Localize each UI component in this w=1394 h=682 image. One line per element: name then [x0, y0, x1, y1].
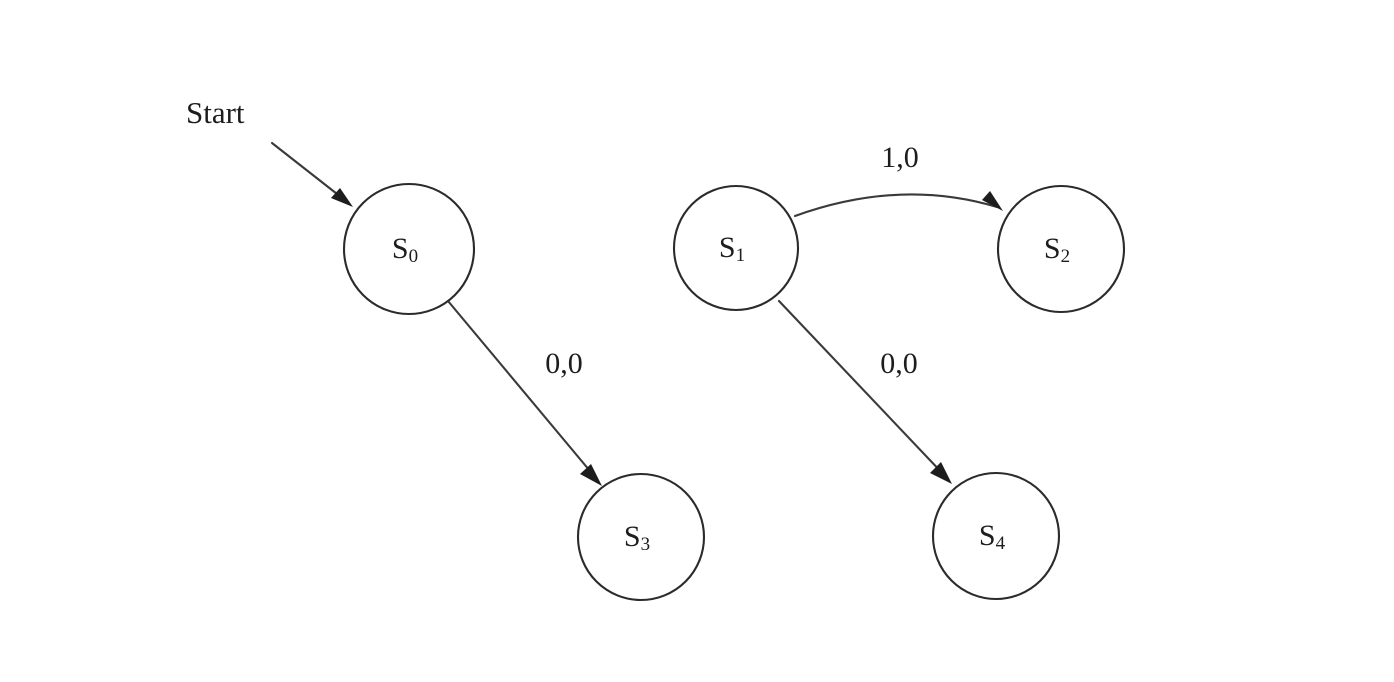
state-node-s4[interactable]	[931, 471, 1061, 601]
state-label-s2-base: S	[1044, 232, 1061, 265]
transition-s1-s2-curve	[793, 193, 999, 218]
state-label-s4: S4	[979, 519, 1006, 554]
state-node-s2[interactable]	[996, 184, 1126, 314]
transition-s0-s3-line	[446, 299, 597, 479]
state-label-s1-subscript: 1	[736, 245, 746, 266]
state-label-s2-subscript: 2	[1061, 246, 1071, 267]
state-label-s1-base: S	[719, 231, 736, 264]
state-label-s3: S3	[624, 520, 650, 555]
transition-s0-s3	[446, 299, 602, 486]
start-arrow-head	[331, 188, 353, 207]
transition-s1-s4-line	[777, 299, 947, 478]
state-label-s0-base: S	[392, 232, 409, 265]
state-label-s4-subscript: 4	[996, 533, 1006, 554]
transition-label-s0-s3: 0,0	[545, 347, 583, 380]
state-label-s3-base: S	[624, 520, 641, 553]
state-label-s0-subscript: 0	[409, 246, 419, 267]
transition-s1-s4-arrowhead	[930, 462, 952, 484]
state-label-s3-subscript: 3	[641, 534, 651, 555]
start-arrow-line	[270, 141, 348, 203]
transition-s0-s3-arrowhead	[580, 464, 602, 486]
state-node-s3[interactable]	[576, 472, 706, 602]
state-node-s1[interactable]	[672, 184, 800, 312]
state-node-s0[interactable]	[342, 182, 476, 316]
state-label-s0: S0	[392, 232, 418, 267]
state-label-s4-base: S	[979, 519, 996, 552]
state-label-s2: S2	[1044, 232, 1070, 267]
transition-label-s1-s2: 1,0	[881, 141, 919, 174]
start-label: Start	[186, 95, 245, 130]
transition-s1-s4	[777, 299, 952, 484]
transition-label-s1-s4: 0,0	[880, 347, 918, 380]
state-label-s1: S1	[719, 231, 745, 266]
start-arrow	[270, 141, 353, 207]
transition-s1-s2-arrowhead	[982, 191, 1003, 211]
transition-s1-s2	[793, 191, 1003, 218]
